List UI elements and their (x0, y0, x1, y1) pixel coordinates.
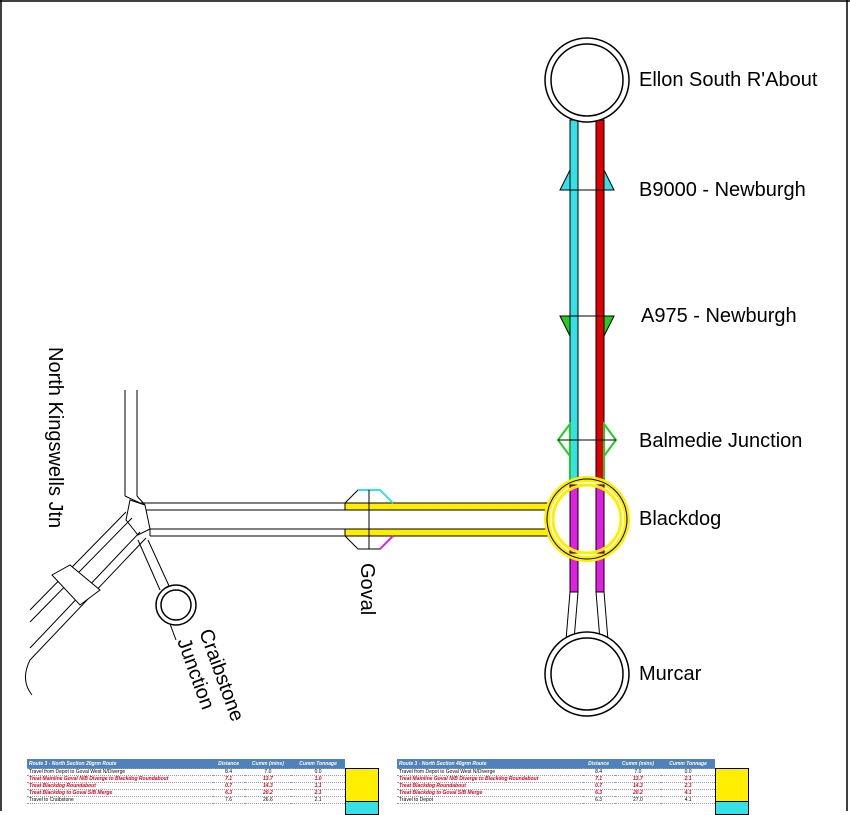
table1-col-distance: Distance (212, 759, 245, 769)
label-blackdog: Blackdog (639, 508, 722, 530)
label-a975: A975 - Newburgh (641, 305, 797, 327)
murcar-roundabout (544, 631, 630, 717)
label-ellon: Ellon South R'About (639, 69, 818, 91)
table-row: Travel to Craibstone 7.6 26.6 2.1 (27, 796, 345, 804)
table2-col-distance: Distance (582, 759, 615, 769)
table-row: Treat Blackdog Roundabout 0.7 14.3 1.1 (27, 782, 345, 790)
table2-title: Route 3 - North Section 40grm Route (397, 759, 583, 769)
table-row: Treat Mainline Goval N/B Diverge to Blac… (397, 775, 715, 783)
legend-swatch-cyan (345, 801, 379, 815)
table1-col-tonnage: Cumm Tonnage (291, 759, 345, 769)
goval-junction (343, 489, 395, 550)
table-row: Travel to Depot 6.3 27.0 4.1 (397, 796, 715, 804)
route-table-40grm: Route 3 - North Section 40grm Route Dist… (397, 759, 715, 804)
label-balmedie: Balmedie Junction (639, 430, 803, 452)
east-west-road (140, 502, 556, 537)
a975-junction (559, 315, 615, 337)
ellon-roundabout (544, 37, 630, 123)
balmedie-junction (556, 421, 618, 480)
table1-title: Route 3 - North Section 20grm Route (27, 759, 213, 769)
table-row: Treat Mainline Goval N/B Diverge to Blac… (27, 775, 345, 783)
legend-swatch-cyan-2 (715, 801, 749, 815)
label-kingswells: North Kingswells Jtn (44, 347, 66, 529)
blackdog-roundabout (544, 476, 630, 562)
kingswells-junction (25, 390, 197, 696)
b9000-junction (559, 169, 615, 191)
label-murcar: Murcar (639, 663, 702, 685)
label-goval: Goval (356, 563, 378, 616)
legend-swatch-yellow (345, 768, 379, 802)
table1-col-cumm: Cumm (mins) (244, 759, 292, 769)
legend-swatch-yellow-2 (715, 768, 749, 802)
table-row: Treat Blackdog to Goval S/B Merge 6.3 20… (397, 789, 715, 797)
table-row: Treat Blackdog to Goval S/B Merge 6.3 20… (27, 789, 345, 797)
table2-col-tonnage: Cumm Tonnage (661, 759, 715, 769)
table2-col-cumm: Cumm (mins) (614, 759, 662, 769)
table-row: Travel from Depot to Goval West N/Diverg… (27, 768, 345, 776)
table-row: Travel from Depot to Goval West N/Diverg… (397, 768, 715, 776)
route-table-20grm: Route 3 - North Section 20grm Route Dist… (27, 759, 345, 804)
table-row: Treat Blackdog Roundabout 0.7 14.3 2.3 (397, 782, 715, 790)
label-b9000: B9000 - Newburgh (639, 179, 806, 201)
